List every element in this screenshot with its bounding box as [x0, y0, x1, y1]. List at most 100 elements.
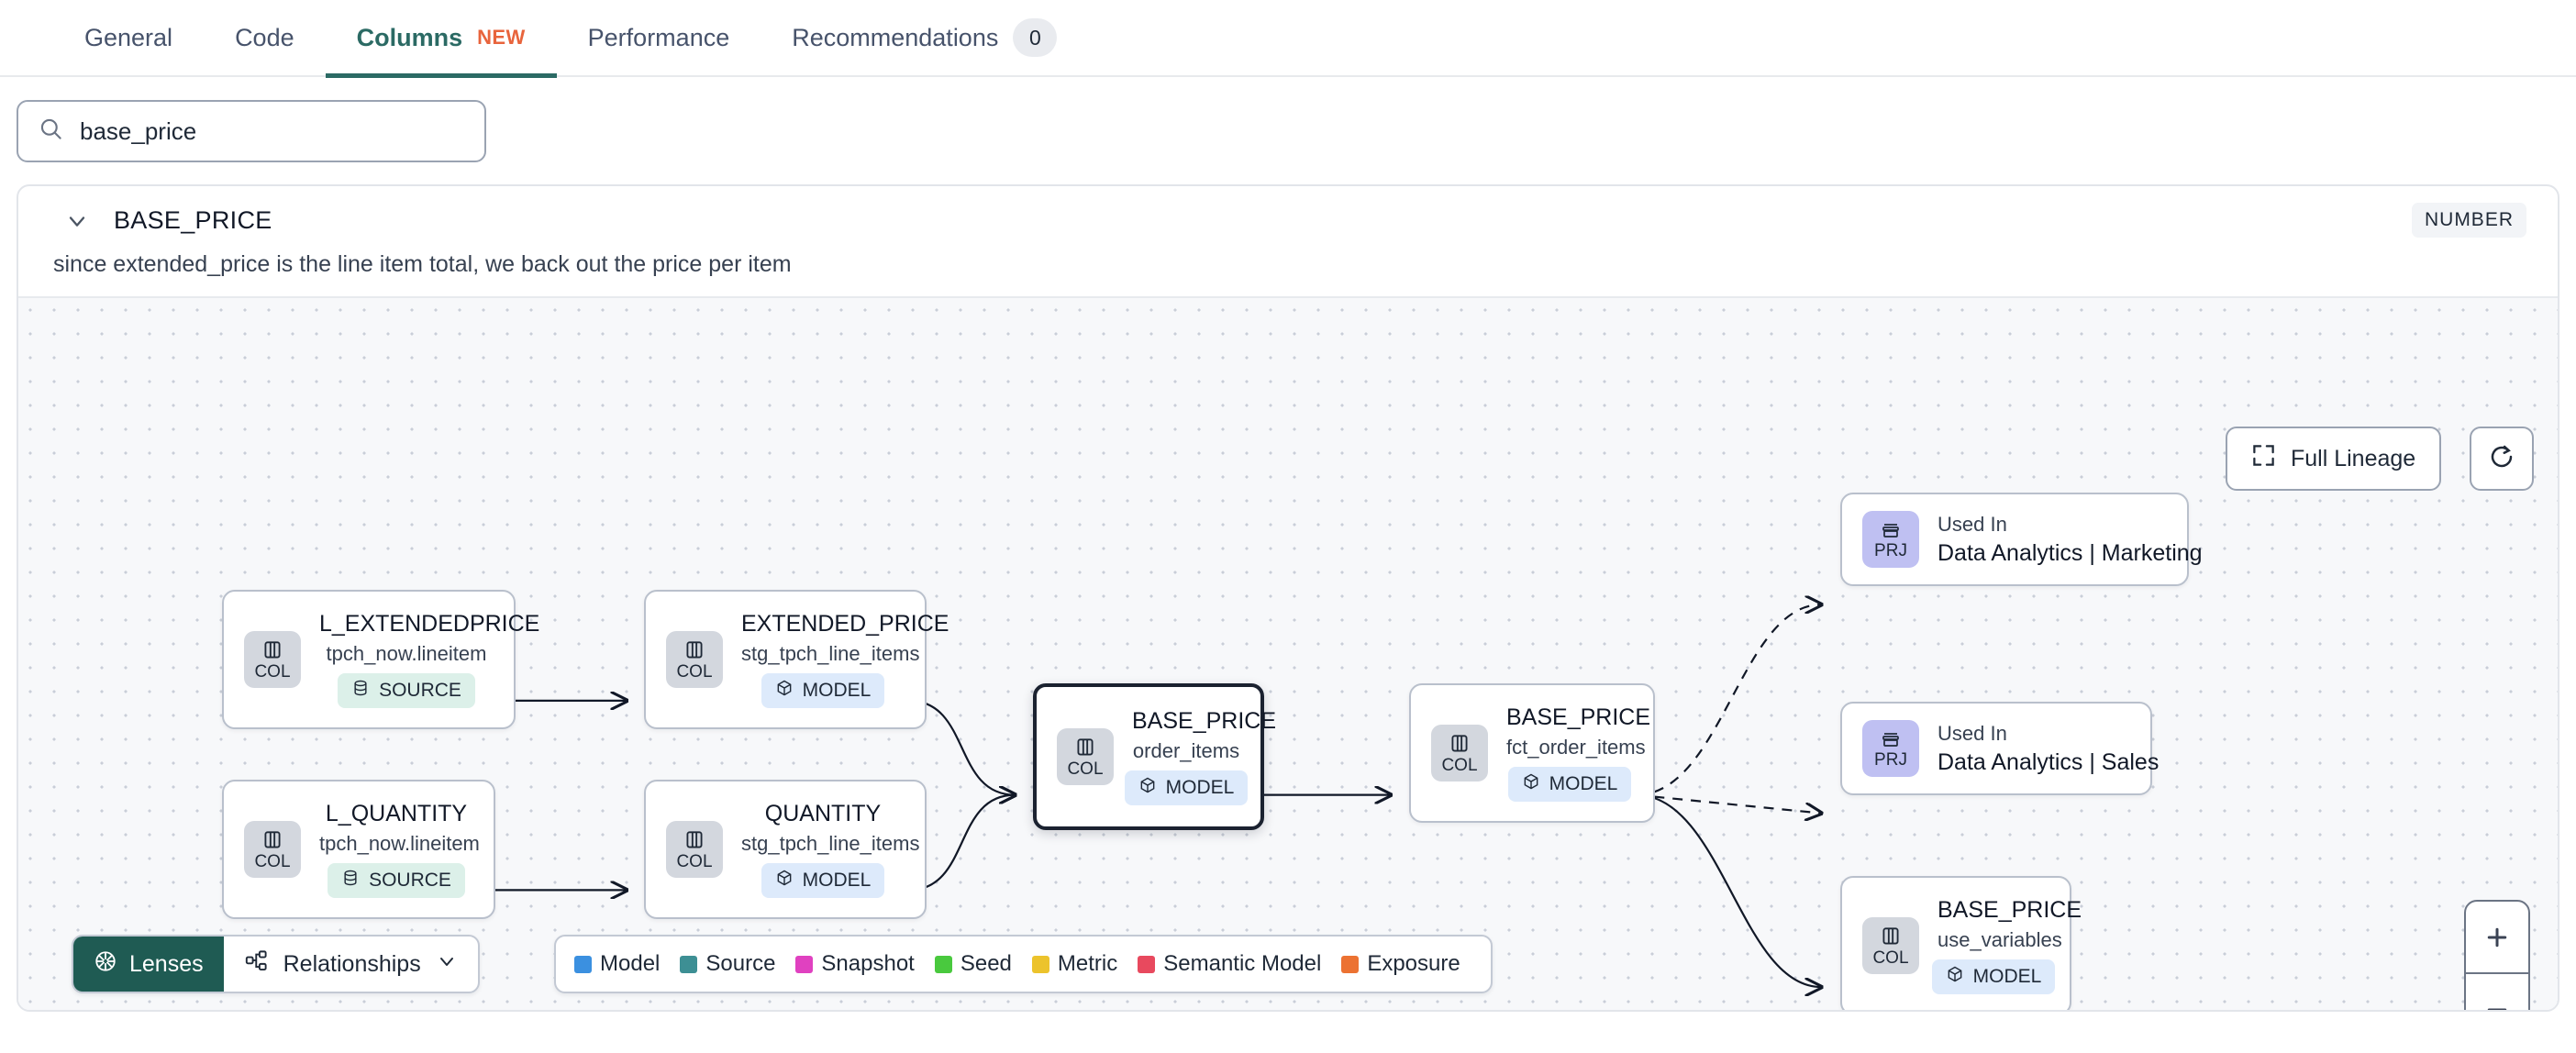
badge-label: MODEL — [802, 870, 872, 891]
column-kind-icon: COL — [244, 821, 301, 878]
lineage-edges — [478, 298, 2558, 1012]
aperture-icon — [94, 949, 117, 980]
lineage-node-used-in-sales[interactable]: PRJ Used In Data Analytics | Sales — [1840, 702, 2159, 795]
refresh-icon — [2488, 443, 2515, 475]
lineage-node-l-extendedprice[interactable]: COL L_EXTENDEDPRICE tpch_now.lineitem SO… — [222, 590, 540, 729]
kind-label: COL — [1441, 756, 1478, 775]
zoom-out-button[interactable] — [2466, 972, 2528, 1010]
node-subtitle: stg_tpch_line_items — [741, 642, 920, 665]
legend-item-semantic-model: Semantic Model — [1138, 951, 1321, 977]
legend-label: Snapshot — [821, 951, 915, 976]
search-section — [0, 77, 2576, 162]
legend-item-source: Source — [680, 951, 775, 977]
tab-code[interactable]: Code — [204, 0, 326, 76]
lenses-label: Lenses — [129, 950, 204, 977]
node-title: EXTENDED_PRICE — [741, 611, 949, 637]
lineage-canvas[interactable]: COL L_EXTENDEDPRICE tpch_now.lineitem SO… — [18, 296, 2558, 1012]
tab-label: Code — [235, 23, 294, 51]
tab-general[interactable]: General — [53, 0, 204, 76]
node-body: L_EXTENDEDPRICE tpch_now.lineitem SOURCE — [319, 611, 540, 708]
node-title: QUANTITY — [764, 801, 882, 826]
tab-new-badge: NEW — [477, 26, 526, 49]
lineage-node-base-price-use-variables[interactable]: COL BASE_PRICE use_variables MODEL — [1840, 876, 2082, 1010]
database-icon — [351, 679, 370, 703]
zoom-controls — [2464, 900, 2530, 1010]
badge-label: MODEL — [1972, 966, 2042, 987]
tab-label: Columns — [356, 23, 463, 51]
kind-label: COL — [254, 852, 291, 871]
node-body: BASE_PRICE fct_order_items MODEL — [1506, 704, 1651, 802]
full-lineage-label: Full Lineage — [2291, 445, 2416, 471]
tab-columns[interactable]: Columns NEW — [325, 0, 557, 78]
node-type-badge: SOURCE — [328, 863, 465, 898]
search-box[interactable] — [17, 100, 486, 162]
search-input[interactable] — [80, 116, 464, 146]
cube-icon — [775, 869, 794, 892]
legend-item-seed: Seed — [934, 951, 1012, 977]
search-icon — [39, 116, 63, 146]
legend-label: Exposure — [1367, 951, 1460, 976]
column-description: since extended_price is the line item to… — [53, 251, 792, 277]
node-subtitle: order_items — [1132, 739, 1240, 762]
node-title: BASE_PRICE — [1132, 708, 1277, 734]
legend-item-snapshot: Snapshot — [795, 951, 915, 977]
legend-swatch — [680, 955, 698, 973]
column-name: BASE_PRICE — [114, 206, 272, 234]
tab-performance[interactable]: Performance — [557, 0, 761, 76]
tab-recommendations[interactable]: Recommendations 0 — [761, 0, 1088, 76]
lineage-node-extended-price[interactable]: COL EXTENDED_PRICE stg_tpch_line_items M… — [644, 590, 949, 729]
node-type-badge: MODEL — [1931, 959, 2056, 994]
badge-label: SOURCE — [369, 870, 451, 891]
full-lineage-button[interactable]: Full Lineage — [2226, 427, 2442, 491]
column-kind-icon: COL — [244, 631, 301, 688]
node-body: QUANTITY stg_tpch_line_items MODEL — [741, 801, 920, 898]
lenses-button[interactable]: Lenses — [73, 937, 224, 992]
node-title: BASE_PRICE — [1506, 704, 1651, 730]
column-kind-icon: COL — [1862, 917, 1919, 974]
lineage-node-quantity[interactable]: COL QUANTITY stg_tpch_line_items MODEL — [644, 780, 927, 919]
node-title: L_EXTENDEDPRICE — [319, 611, 540, 637]
used-in-name: Data Analytics | Sales — [1938, 748, 2160, 775]
tab-label: General — [84, 23, 173, 51]
lineage-node-base-price-order-items[interactable]: COL BASE_PRICE order_items MODEL — [1033, 683, 1277, 830]
legend-swatch — [1031, 955, 1049, 973]
tab-label: Recommendations — [792, 23, 999, 51]
lineage-node-used-in-marketing[interactable]: PRJ Used In Data Analytics | Marketing — [1840, 493, 2203, 586]
chevron-down-icon[interactable] — [64, 208, 90, 234]
tab-bar: General Code Columns NEW Performance Rec… — [0, 0, 2576, 78]
zoom-in-button[interactable] — [2466, 902, 2528, 972]
kind-label: COL — [676, 852, 713, 871]
legend-label: Seed — [960, 951, 1012, 976]
relationships-icon — [244, 948, 269, 980]
lineage-node-l-quantity[interactable]: COL L_QUANTITY tpch_now.lineitem SOURCE — [222, 780, 495, 919]
lineage-node-base-price-fct-order-items[interactable]: COL BASE_PRICE fct_order_items MODEL — [1409, 683, 1655, 823]
legend-item-exposure: Exposure — [1341, 951, 1460, 977]
refresh-button[interactable] — [2470, 427, 2534, 491]
lineage-legend: Model Source Snapshot Seed Metric Semant… — [554, 935, 1493, 993]
badge-label: MODEL — [802, 680, 872, 701]
legend-swatch — [795, 955, 814, 973]
node-subtitle: tpch_now.lineitem — [326, 642, 487, 665]
relationships-label: Relationships — [283, 950, 421, 977]
column-kind-icon: COL — [1057, 728, 1114, 785]
column-header: BASE_PRICE NUMBER — [18, 186, 2558, 238]
used-in-label: Used In — [1938, 721, 2007, 745]
column-kind-icon: COL — [1431, 725, 1488, 781]
node-subtitle: tpch_now.lineitem — [319, 832, 480, 855]
cube-icon — [1522, 772, 1540, 796]
lenses-toolbar: Lenses Relationships — [72, 935, 480, 993]
kind-label: COL — [676, 662, 713, 682]
node-body: Used In Data Analytics | Marketing — [1938, 513, 2203, 567]
cube-icon — [1138, 776, 1157, 800]
kind-label: PRJ — [1874, 750, 1907, 770]
cube-icon — [1946, 965, 1964, 989]
legend-label: Semantic Model — [1163, 951, 1322, 976]
node-subtitle: stg_tpch_line_items — [741, 832, 920, 855]
node-body: BASE_PRICE order_items MODEL — [1124, 708, 1277, 805]
node-body: Used In Data Analytics | Sales — [1938, 722, 2159, 776]
legend-label: Model — [600, 951, 661, 976]
recommendations-count-badge: 0 — [1013, 18, 1058, 57]
kind-label: COL — [254, 662, 291, 682]
legend-label: Metric — [1057, 951, 1118, 976]
relationships-button[interactable]: Relationships — [224, 937, 478, 992]
